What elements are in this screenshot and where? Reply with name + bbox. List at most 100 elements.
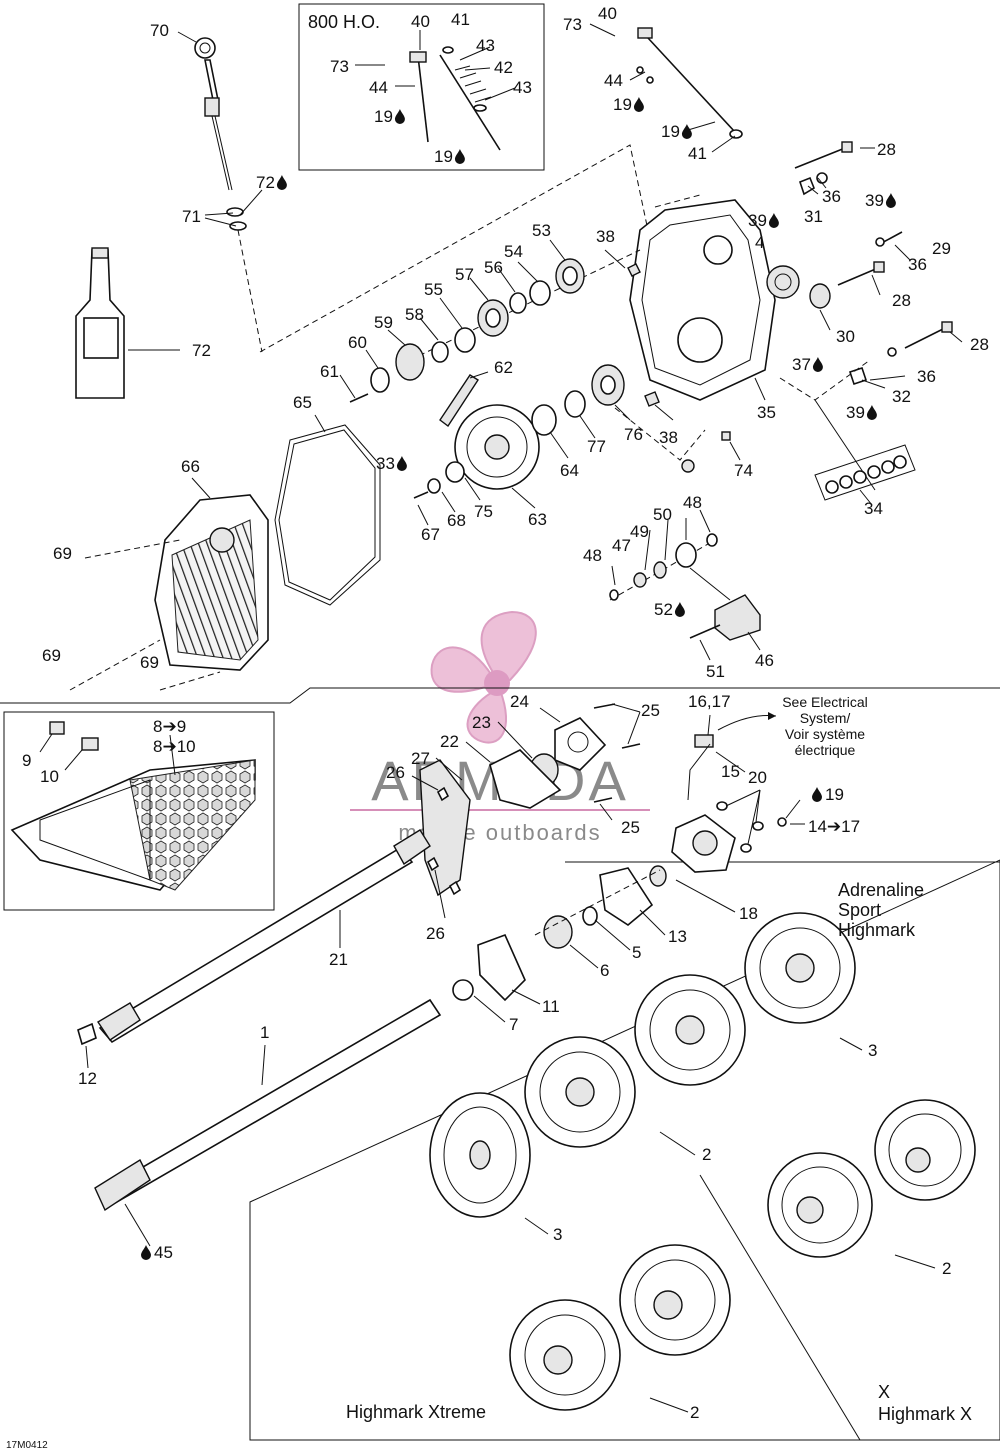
part-label-6: 6 <box>600 961 609 980</box>
part-number: 65 <box>293 393 312 412</box>
drive-shaft <box>94 998 442 1212</box>
part-label-65: 65 <box>293 393 312 412</box>
tensioner-parts <box>609 533 761 641</box>
part-label-19e: 19 <box>812 785 844 804</box>
xtreme-title: Highmark Xtreme <box>346 1402 486 1422</box>
part-number: 38 <box>659 428 678 447</box>
part-number: 59 <box>374 313 393 332</box>
oil-drop-icon <box>768 213 779 229</box>
part-number: 75 <box>474 502 493 521</box>
part-label-15: 15 <box>721 762 740 781</box>
electrical-note-line-4: électrique <box>795 742 856 758</box>
part-number: 20 <box>748 768 767 787</box>
part-number: 2 <box>702 1145 711 1164</box>
part-number: 3 <box>868 1041 877 1060</box>
part-label-40a: 40 <box>411 12 430 31</box>
part-number: 6 <box>600 961 609 980</box>
part-label-69a: 69 <box>53 544 72 563</box>
part-number: 16,17 <box>688 692 731 711</box>
chaincase-gasket <box>274 424 381 606</box>
washer-set-34 <box>779 359 916 501</box>
part-label-2a: 2 <box>702 1145 711 1164</box>
part-label-76: 76 <box>624 425 643 444</box>
part-label-28c: 28 <box>970 335 989 354</box>
drive-end-parts <box>452 865 667 1002</box>
part-number: 21 <box>329 950 348 969</box>
part-number: 61 <box>320 362 339 381</box>
part-number: 41 <box>688 144 707 163</box>
part-label-21: 21 <box>329 950 348 969</box>
part-number: 77 <box>587 437 606 456</box>
part-number: 24 <box>510 692 529 711</box>
leader-lines <box>39 23 963 1413</box>
part-number: 29 <box>932 239 951 258</box>
part-label-61: 61 <box>320 362 339 381</box>
inset-titles: 800 H.O. Adrenaline Sport Highmark Highm… <box>6 12 972 1451</box>
part-number: 1 <box>260 1023 269 1042</box>
part-label-9: 9 <box>22 751 31 770</box>
part-label-44b: 44 <box>604 71 623 90</box>
part-number: 19 <box>661 122 680 141</box>
oil-drop-icon <box>394 109 405 125</box>
part-label-27: 27 <box>411 749 430 768</box>
part-label-10: 10 <box>40 767 59 786</box>
part-number: 72 <box>256 173 275 192</box>
part-label-73a: 73 <box>330 57 349 76</box>
part-label-66: 66 <box>181 457 200 476</box>
part-label-26b: 26 <box>426 924 445 943</box>
part-number: 37 <box>792 355 811 374</box>
part-number: 73 <box>330 57 349 76</box>
part-number: 36 <box>917 367 936 386</box>
part-label-7: 7 <box>509 1015 518 1034</box>
part-label-39c: 39 <box>846 403 877 422</box>
part-label-72b: 72 <box>192 341 211 360</box>
part-label-69c: 69 <box>140 653 159 672</box>
part-number: 22 <box>440 732 459 751</box>
part-label-40b: 40 <box>598 4 617 23</box>
part-number: 52 <box>654 600 673 619</box>
part-label-3b: 3 <box>553 1225 562 1244</box>
valve-rod-right <box>636 27 743 139</box>
part-label-39b: 39 <box>865 191 896 210</box>
part-label-18: 18 <box>739 904 758 923</box>
part-number: 34 <box>864 499 883 518</box>
adrenaline-title-line-2: Sport <box>838 900 881 920</box>
sprocket-adrenaline-2b <box>524 1036 636 1148</box>
part-number: 55 <box>424 280 443 299</box>
part-number: 76 <box>624 425 643 444</box>
propeller-logo <box>430 610 537 744</box>
part-label-13: 13 <box>668 927 687 946</box>
part-number: 40 <box>598 4 617 23</box>
bearing-housing-parts <box>419 703 641 897</box>
part-label-14-17: 14➔17 <box>808 817 860 836</box>
part-label-54: 54 <box>504 242 523 261</box>
electrical-note-line-3: Voir système <box>785 726 865 742</box>
part-label-25b: 25 <box>621 818 640 837</box>
part-number: 67 <box>421 525 440 544</box>
part-label-3a: 3 <box>868 1041 877 1060</box>
part-number: 2 <box>690 1403 699 1422</box>
part-number: 39 <box>846 403 865 422</box>
sensor-and-plate <box>671 712 787 873</box>
electrical-note-line-2: System/ <box>800 710 851 726</box>
part-label-72a: 72 <box>256 173 287 192</box>
part-label-28b: 28 <box>892 291 911 310</box>
part-number: 35 <box>757 403 776 422</box>
ho800-valve-parts <box>409 46 501 151</box>
part-label-74: 74 <box>734 461 753 480</box>
part-number: 28 <box>877 140 896 159</box>
part-label-35: 35 <box>757 403 776 422</box>
part-label-43a: 43 <box>476 36 495 55</box>
part-label-22: 22 <box>440 732 459 751</box>
part-number: 13 <box>668 927 687 946</box>
reference-code: 17M0412 <box>6 1440 48 1451</box>
secondary-shaft <box>77 829 431 1046</box>
part-number: 43 <box>476 36 495 55</box>
part-label-51: 51 <box>706 662 725 681</box>
part-number: 63 <box>528 510 547 529</box>
part-label-8-9: 8➔9 <box>153 717 186 736</box>
part-label-20: 20 <box>748 768 767 787</box>
part-label-44a: 44 <box>369 78 388 97</box>
part-label-19a: 19 <box>374 107 405 126</box>
